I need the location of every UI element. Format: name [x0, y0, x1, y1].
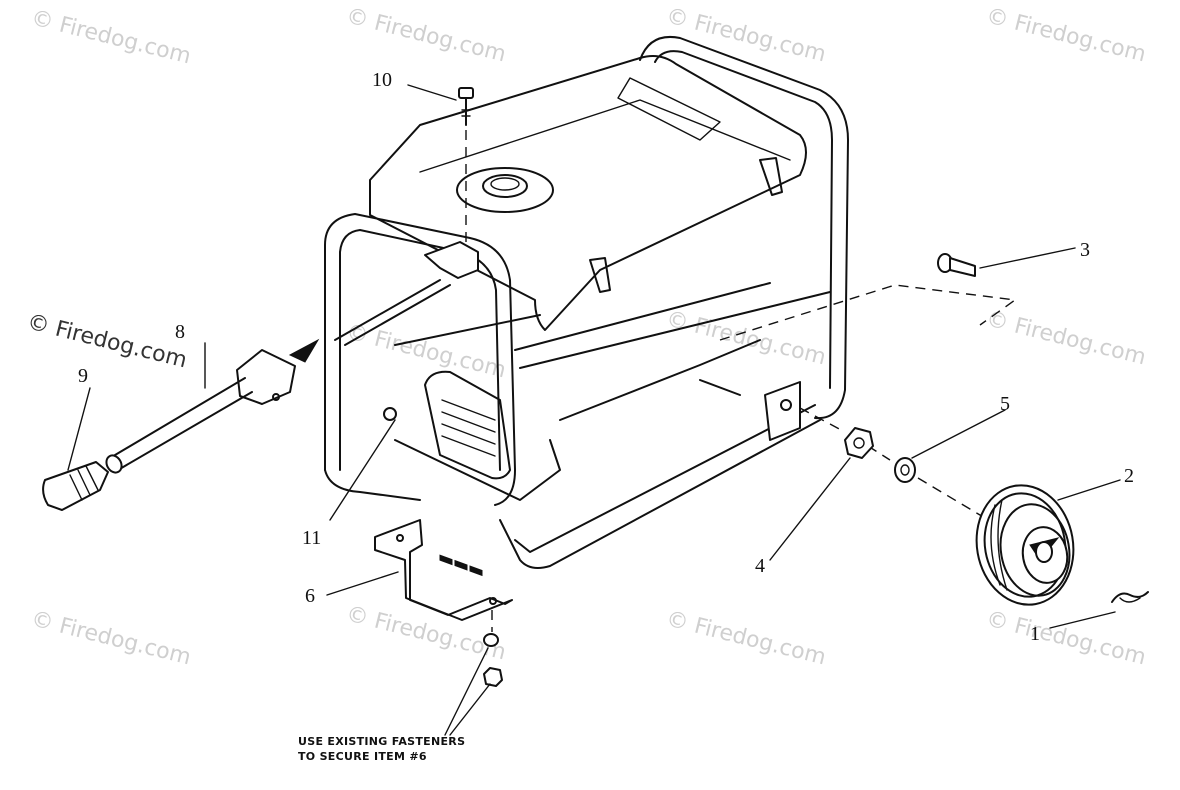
watermark: © Firedog.com	[29, 6, 194, 70]
support-bracket	[326, 519, 513, 632]
watermark: © Firedog.com	[984, 607, 1149, 671]
callout-8: 8	[175, 321, 185, 343]
watermark: © Firedog.com	[344, 4, 509, 68]
callout-5: 5	[1000, 393, 1010, 415]
engine-grille	[383, 339, 761, 577]
watermark-dark: © Firedog.com	[25, 310, 190, 374]
callout-9: 9	[78, 365, 88, 387]
watermark: © Firedog.com	[664, 4, 829, 68]
callout-11: 11	[302, 527, 321, 549]
callout-10: 10	[372, 69, 392, 91]
watermark-layer: © Firedog.com © Firedog.com © Firedog.co…	[25, 4, 1149, 671]
note-line-2: TO SECURE ITEM #6	[298, 750, 427, 763]
callout-numbers: 1 2 3 4 5 6 8 9 10 11	[78, 69, 1134, 645]
watermark: © Firedog.com	[984, 4, 1149, 68]
callout-6: 6	[305, 585, 315, 607]
handle-assembly	[42, 342, 296, 511]
wheel	[975, 479, 1121, 606]
callout-4: 4	[755, 555, 765, 577]
generator-frame	[324, 36, 849, 569]
callout-3: 3	[1080, 239, 1090, 261]
bottom-fasteners	[444, 633, 503, 736]
hairpin-clip	[1049, 591, 1149, 629]
watermark: © Firedog.com	[664, 307, 829, 371]
washer	[894, 409, 1006, 483]
leader-line-11	[329, 419, 396, 521]
watermark: © Firedog.com	[664, 607, 829, 671]
note-line-1: USE EXISTING FASTENERS	[298, 735, 465, 748]
hex-nut	[769, 427, 874, 561]
callout-1: 1	[1030, 623, 1040, 645]
axle-pin	[937, 247, 1076, 277]
callout-2: 2	[1124, 465, 1134, 487]
watermark: © Firedog.com	[344, 320, 509, 384]
watermark: © Firedog.com	[29, 607, 194, 671]
fastener-note: USE EXISTING FASTENERS TO SECURE ITEM #6	[298, 735, 465, 763]
fuel-tank	[369, 55, 807, 331]
bolt-part	[407, 84, 474, 250]
frame-handle-bracket	[288, 241, 479, 363]
watermark: © Firedog.com	[984, 307, 1149, 371]
axle-bracket	[719, 284, 1017, 519]
